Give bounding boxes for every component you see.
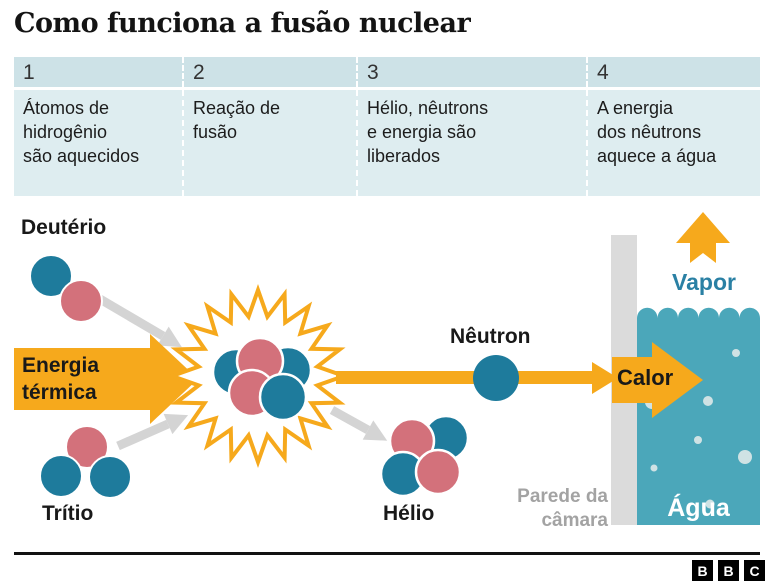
- bbc-logo-letter: C: [744, 560, 765, 581]
- neutron-particle: [473, 355, 519, 401]
- water-label: Água: [667, 494, 730, 522]
- step-1-number: 1: [14, 57, 182, 87]
- step-3-number: 3: [356, 57, 586, 87]
- step-1-text: Átomos de hidrogênio são aquecidos: [14, 90, 182, 196]
- steps-table: 1 2 3 4 Átomos de hidrogênio são aquecid…: [14, 57, 760, 196]
- heat-arrow: [612, 342, 703, 418]
- footer-divider: [14, 552, 760, 555]
- grey-arrows: [97, 295, 388, 451]
- thermal-energy-label: Energia térmica: [22, 354, 100, 404]
- bbc-logo: B B C: [692, 560, 765, 581]
- step-2-number: 2: [182, 57, 356, 87]
- vapor-arrow-icon: [676, 212, 730, 263]
- steps-text-row: Átomos de hidrogênio são aquecidos Reaçã…: [14, 87, 760, 196]
- deuterium-atom: [29, 254, 103, 323]
- tritium-arrowhead-icon: [163, 413, 189, 435]
- water-body: [637, 307, 760, 525]
- neutron-beam: [336, 371, 594, 384]
- deuterium-arrowhead-icon: [157, 326, 182, 348]
- vapor-label: Vapor: [672, 269, 736, 295]
- neutron-label: Nêutron: [450, 325, 531, 348]
- page-title: Como funciona a fusão nuclear: [14, 8, 471, 39]
- helium-arrowhead-icon: [362, 420, 388, 441]
- heat-label: Calor: [617, 365, 674, 390]
- step-4-text: A energia dos nêutrons aquece a água: [586, 90, 760, 196]
- steps-number-row: 1 2 3 4: [14, 57, 760, 87]
- fused-nucleus: [211, 336, 313, 422]
- helium-atom: [379, 414, 470, 498]
- step-2-text: Reação de fusão: [182, 90, 356, 196]
- tritium-label: Trítio: [42, 502, 94, 525]
- neutron-beam-arrowhead-icon: [592, 362, 618, 394]
- deuterium-label: Deutério: [21, 216, 107, 239]
- thermal-energy-arrow: [14, 334, 198, 424]
- step-3-text: Hélio, nêutrons e energia são liberados: [356, 90, 586, 196]
- helium-arrow: [329, 406, 371, 434]
- chamber-wall-label: Parede da câmara: [517, 486, 608, 531]
- bbc-logo-letter: B: [692, 560, 713, 581]
- tritium-arrow: [116, 419, 170, 451]
- step-4-number: 4: [586, 57, 760, 87]
- tritium-atom: [39, 425, 132, 499]
- deuterium-arrow: [97, 295, 166, 340]
- bbc-logo-letter: B: [718, 560, 739, 581]
- helium-label: Hélio: [383, 502, 435, 525]
